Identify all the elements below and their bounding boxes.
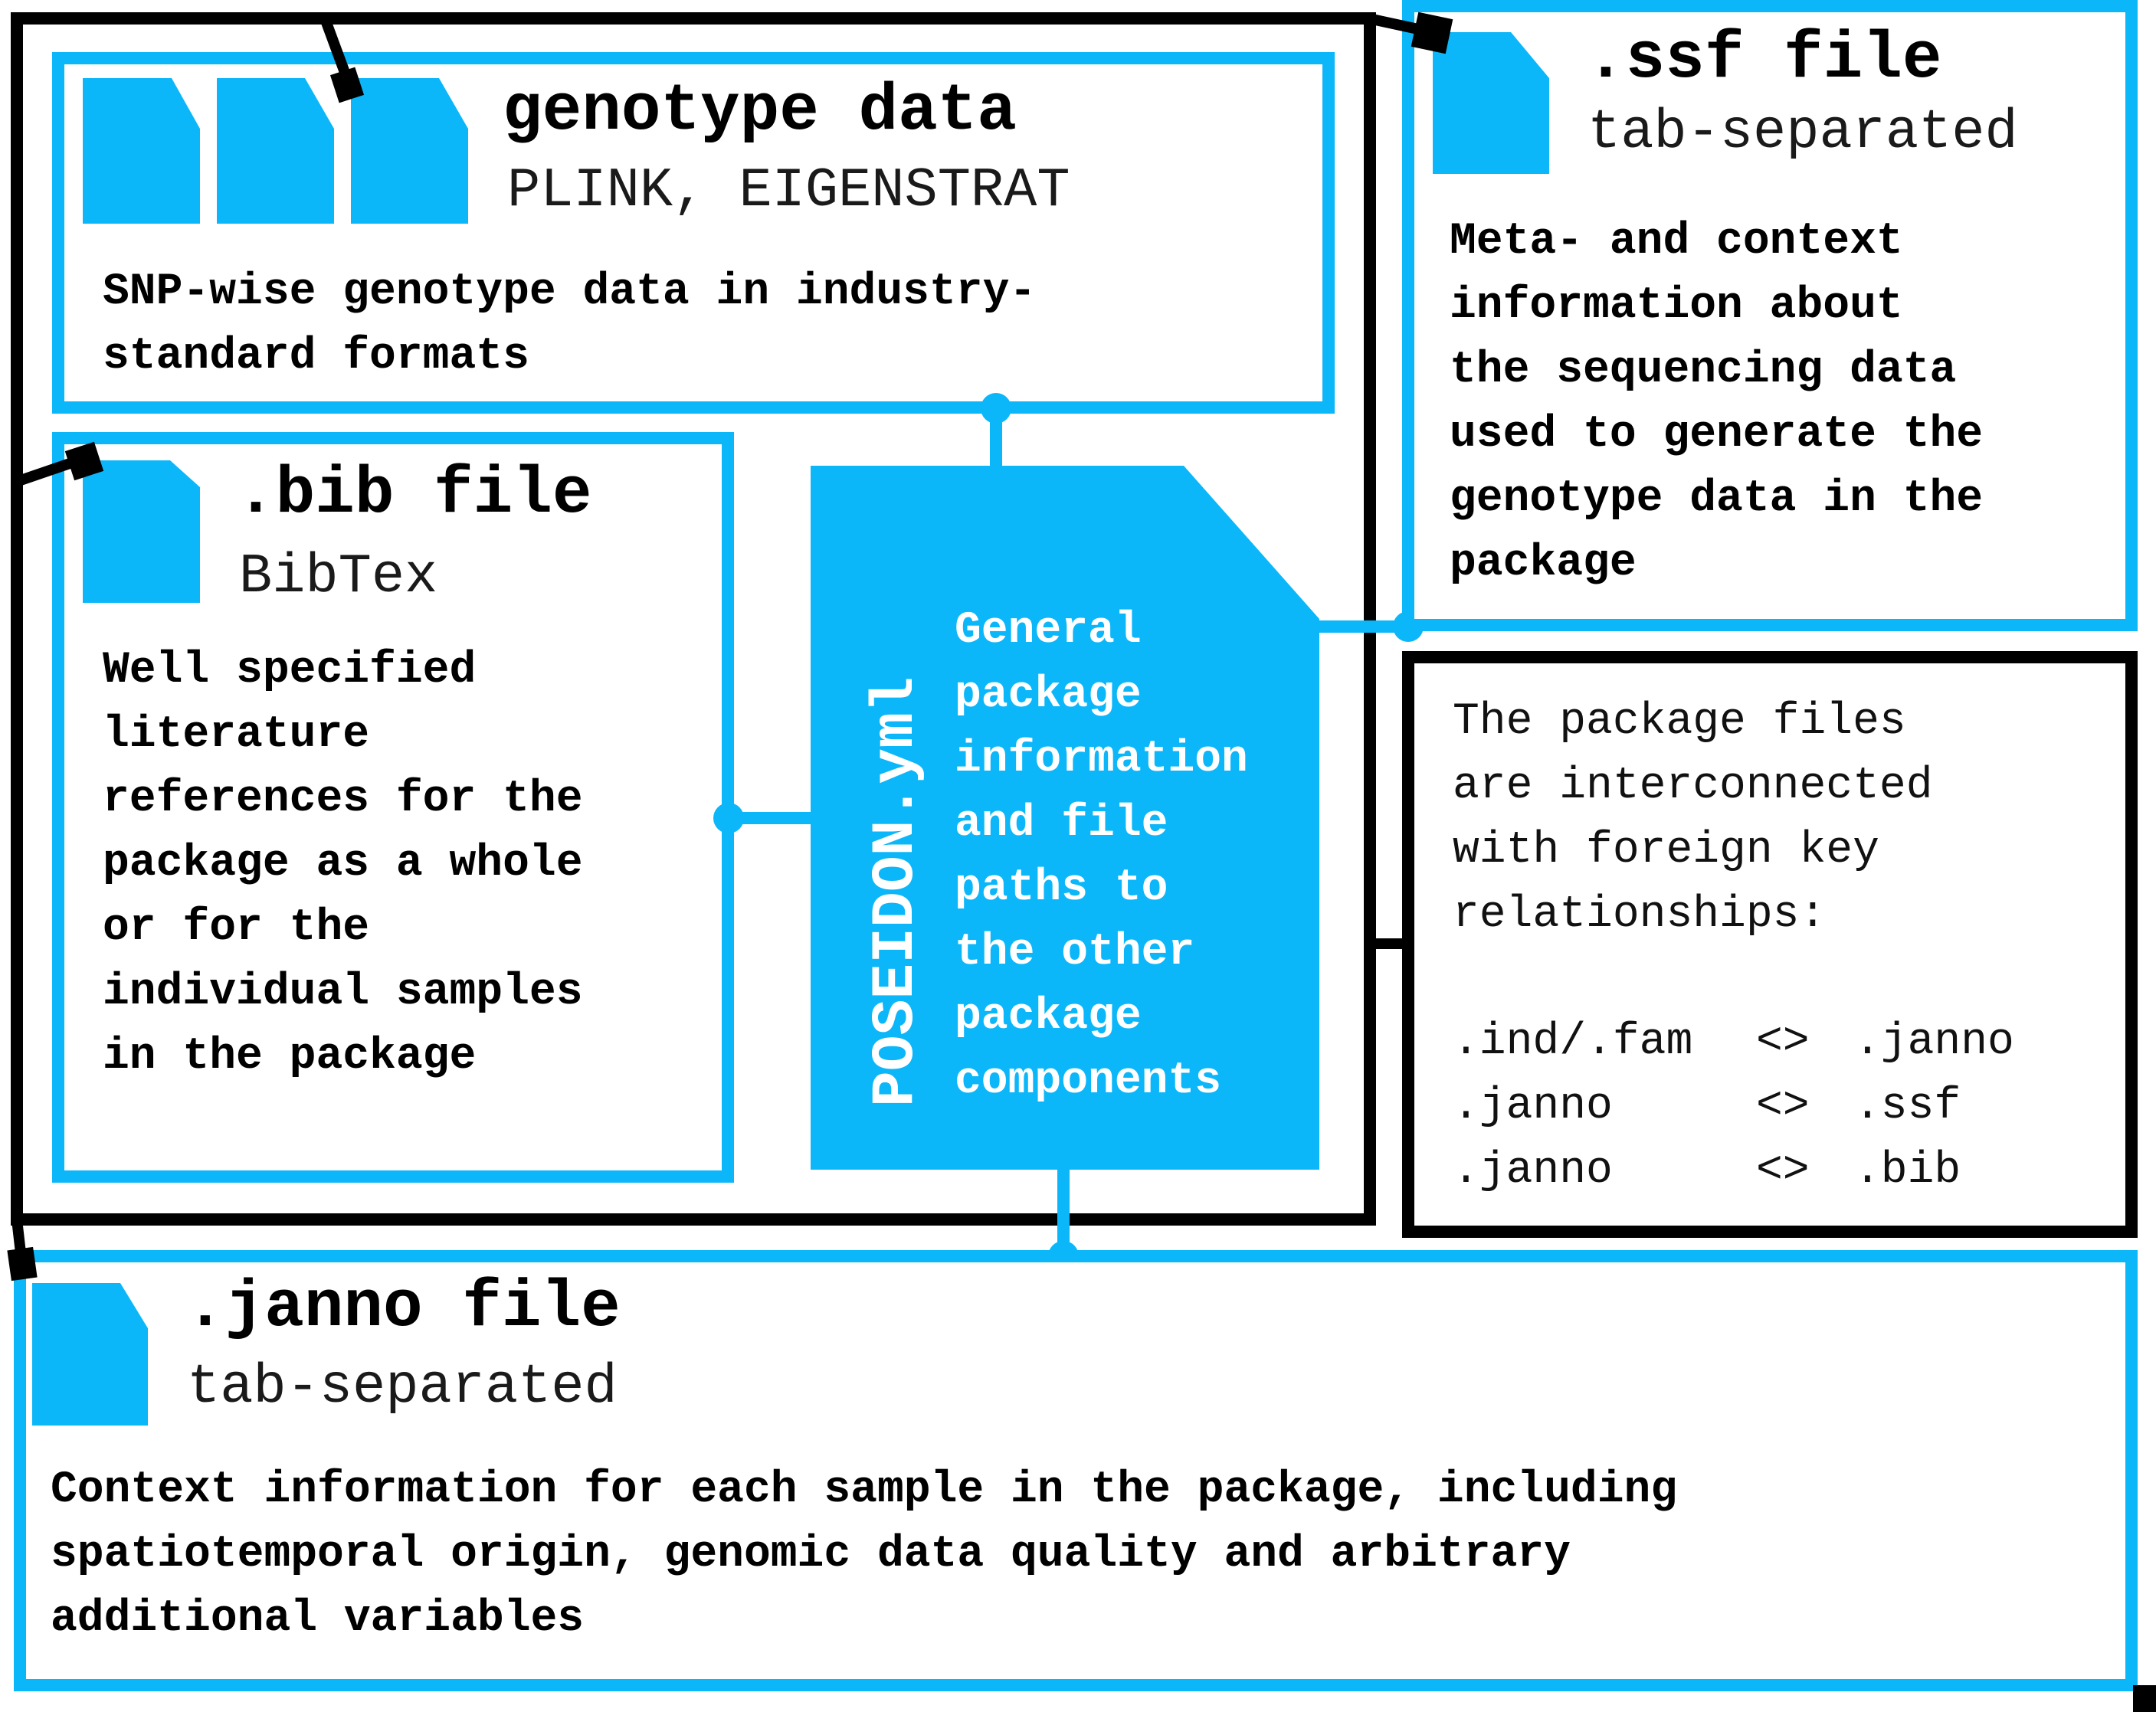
square-tab-icon — [2133, 1685, 2156, 1712]
square-tab-icon — [329, 67, 365, 103]
relationships-intro-line: are interconnected — [1453, 761, 1933, 811]
poseidon-description: General package information and file pat… — [955, 606, 1248, 1106]
file-icon — [351, 78, 468, 224]
ssf-subtitle: tab-separated — [1588, 101, 2018, 164]
relationship-row: .janno <> .bib — [1453, 1146, 1961, 1196]
poseidon-yml-file: POSEIDON.yml General package information… — [811, 466, 1319, 1170]
square-tab-icon — [7, 1246, 38, 1282]
ssf-description: Meta- and context information about the … — [1450, 217, 1983, 588]
janno-description-line: Context information for each sample in t… — [51, 1465, 1677, 1515]
ssf-file-box: .ssf file tab-separated Meta- and contex… — [1402, 0, 2138, 631]
file-icon — [32, 1283, 148, 1426]
relationship-operator: <> — [1756, 1082, 1810, 1131]
janno-box-frame — [14, 1250, 2138, 1691]
genotype-description-line: SNP-wise genotype data in industry- — [103, 267, 1036, 317]
bib-file-box: .bib file BibTex Well specified literatu… — [52, 432, 734, 1183]
poseidon-description-line: information — [955, 735, 1248, 784]
genotype-description-line: standard formats — [103, 332, 529, 381]
relationship-row: .janno <> .ssf — [1453, 1082, 1961, 1131]
poseidon-description-line: General — [955, 606, 1142, 656]
poseidon-description-line: the other — [955, 928, 1194, 977]
ssf-description-line: information about — [1450, 281, 1903, 331]
ssf-description-line: the sequencing data — [1450, 345, 1956, 395]
poseidon-description-line: package — [955, 670, 1142, 720]
leader-bib — [16, 457, 74, 486]
bib-description-line: package as a whole — [103, 839, 583, 889]
square-tab-icon — [64, 441, 104, 481]
bib-description-line: Well specified — [103, 646, 476, 696]
relationship-left: .janno — [1453, 1146, 1613, 1196]
janno-file-box: .janno file tab-separated Context inform… — [14, 1250, 2138, 1691]
file-icon — [1433, 32, 1549, 174]
relationship-left: .ind/.fam — [1453, 1017, 1692, 1067]
poseidon-description-line: components — [955, 1056, 1221, 1106]
relationships-note-box: The package files are interconnected wit… — [1370, 651, 2138, 1238]
ssf-description-line: Meta- and context — [1450, 217, 1903, 267]
relationship-right: .janno — [1854, 1017, 2014, 1067]
connector-dot — [713, 803, 744, 833]
relationship-row: .ind/.fam <> .janno — [1453, 1017, 2014, 1067]
file-icon — [811, 466, 1319, 1170]
janno-description-line: additional variables — [51, 1594, 584, 1644]
relationships-pairs: .ind/.fam <> .janno .janno <> .ssf .jann… — [1453, 1017, 2014, 1196]
janno-description: Context information for each sample in t… — [51, 1465, 1677, 1644]
relationship-left: .janno — [1453, 1082, 1613, 1131]
relationship-right: .ssf — [1854, 1082, 1961, 1131]
relationships-intro-line: with foreign key — [1453, 826, 1879, 876]
poseidon-title: POSEIDON.yml — [863, 676, 930, 1107]
relationship-operator: <> — [1756, 1017, 1810, 1067]
bib-description: Well specified literature references for… — [103, 646, 583, 1082]
file-icon — [83, 78, 200, 224]
ssf-description-line: used to generate the — [1450, 410, 1983, 460]
genotype-subtitle: PLINK, EIGENSTRAT — [507, 159, 1070, 222]
bib-title: .bib file — [236, 457, 591, 532]
file-icon — [83, 460, 200, 603]
relationship-right: .bib — [1854, 1146, 1961, 1196]
relationships-intro-line: The package files — [1453, 697, 1906, 747]
bib-description-line: individual samples — [103, 967, 583, 1017]
connector-dot — [981, 393, 1011, 424]
genotype-data-box: genotype data PLINK, EIGENSTRAT SNP-wise… — [52, 52, 1335, 414]
relationships-intro: The package files are interconnected wit… — [1453, 697, 1933, 940]
janno-title: .janno file — [185, 1270, 621, 1345]
janno-subtitle: tab-separated — [187, 1356, 618, 1419]
file-stack-icon — [83, 78, 468, 224]
ssf-description-line: package — [1450, 538, 1637, 588]
poseidon-description-line: package — [955, 992, 1142, 1042]
relationships-box-frame — [1402, 651, 2138, 1238]
poseidon-description-line: and file — [955, 799, 1168, 849]
square-tab-icon — [1411, 11, 1453, 54]
bib-description-line: or for the — [103, 903, 369, 953]
genotype-box-frame — [52, 52, 1335, 414]
ssf-description-line: genotype data in the — [1450, 474, 1983, 524]
janno-description-line: spatiotemporal origin, genomic data qual… — [51, 1530, 1571, 1579]
leader-genotype — [319, 16, 352, 79]
bib-description-line: references for the — [103, 774, 583, 824]
package-outer-frame — [11, 12, 1376, 1226]
bib-description-line: literature — [103, 710, 369, 760]
bib-description-line: in the package — [103, 1032, 476, 1082]
leader-lines — [7, 11, 2156, 1712]
poseidon-description-line: paths to — [955, 863, 1168, 913]
genotype-title: genotype data — [503, 74, 1017, 149]
ssf-box-frame — [1402, 0, 2138, 631]
bib-subtitle: BibTex — [239, 545, 437, 608]
relationship-operator: <> — [1756, 1146, 1810, 1196]
ssf-title: .ssf file — [1586, 21, 1941, 97]
file-icon — [217, 78, 334, 224]
relationships-intro-line: relationships: — [1453, 890, 1826, 940]
